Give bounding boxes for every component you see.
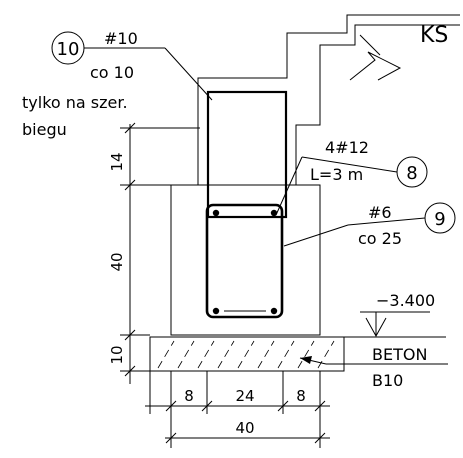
- dim-h-40-total: 40: [235, 419, 254, 437]
- blinding-label: BETON B10: [299, 345, 448, 390]
- blinding-material: BETON: [372, 345, 427, 364]
- callout-10-spacing: co 10: [90, 63, 134, 82]
- wall-stirrup-10: [206, 90, 288, 219]
- level-mark: −3.400: [344, 291, 446, 338]
- dim-h-8-right: 8: [296, 387, 306, 405]
- dim-v-10: 10: [108, 345, 126, 364]
- bar-top-left: [212, 209, 220, 217]
- callout-10-bar: #10: [104, 29, 138, 48]
- dim-h-24: 24: [235, 387, 254, 405]
- callout-9-spacing: co 25: [358, 229, 402, 248]
- callout-9: 9 #6 co 25: [283, 202, 456, 248]
- blinding-layer: [149, 336, 345, 372]
- callout-10: 10 #10 co 10 tylko na szer. biegu: [22, 29, 213, 139]
- callout-10-number: 10: [57, 39, 80, 60]
- blinding-grade: B10: [372, 371, 403, 390]
- bar-bottom-right: [270, 307, 278, 315]
- callout-9-number: 9: [434, 209, 445, 230]
- dim-h-8-left: 8: [184, 387, 194, 405]
- callout-8-bar: 4#12: [325, 138, 369, 157]
- callout-8: 8 4#12 L=3 m: [275, 138, 428, 216]
- vertical-dimensions: 14 40 10: [108, 122, 200, 384]
- dim-v-14: 14: [108, 152, 126, 171]
- dim-v-40: 40: [108, 252, 126, 271]
- stair-wall-outline: [197, 14, 460, 185]
- bar-top-right: [270, 209, 278, 217]
- callout-8-number: 8: [406, 163, 417, 184]
- callout-10-note-line1: tylko na szer.: [22, 93, 128, 112]
- footing-outline: [170, 184, 321, 336]
- level-value: −3.400: [376, 291, 435, 310]
- horizontal-dimensions: 8 24 8 40: [145, 371, 330, 448]
- bar-bottom-left: [212, 307, 220, 315]
- callout-10-note-line2: biegu: [22, 120, 67, 139]
- callout-9-bar: #6: [368, 203, 392, 222]
- section-label-ks: KS: [420, 23, 448, 48]
- section-break-symbol: [349, 34, 402, 81]
- stirrup-6: [205, 203, 284, 319]
- callout-8-length: L=3 m: [310, 165, 363, 184]
